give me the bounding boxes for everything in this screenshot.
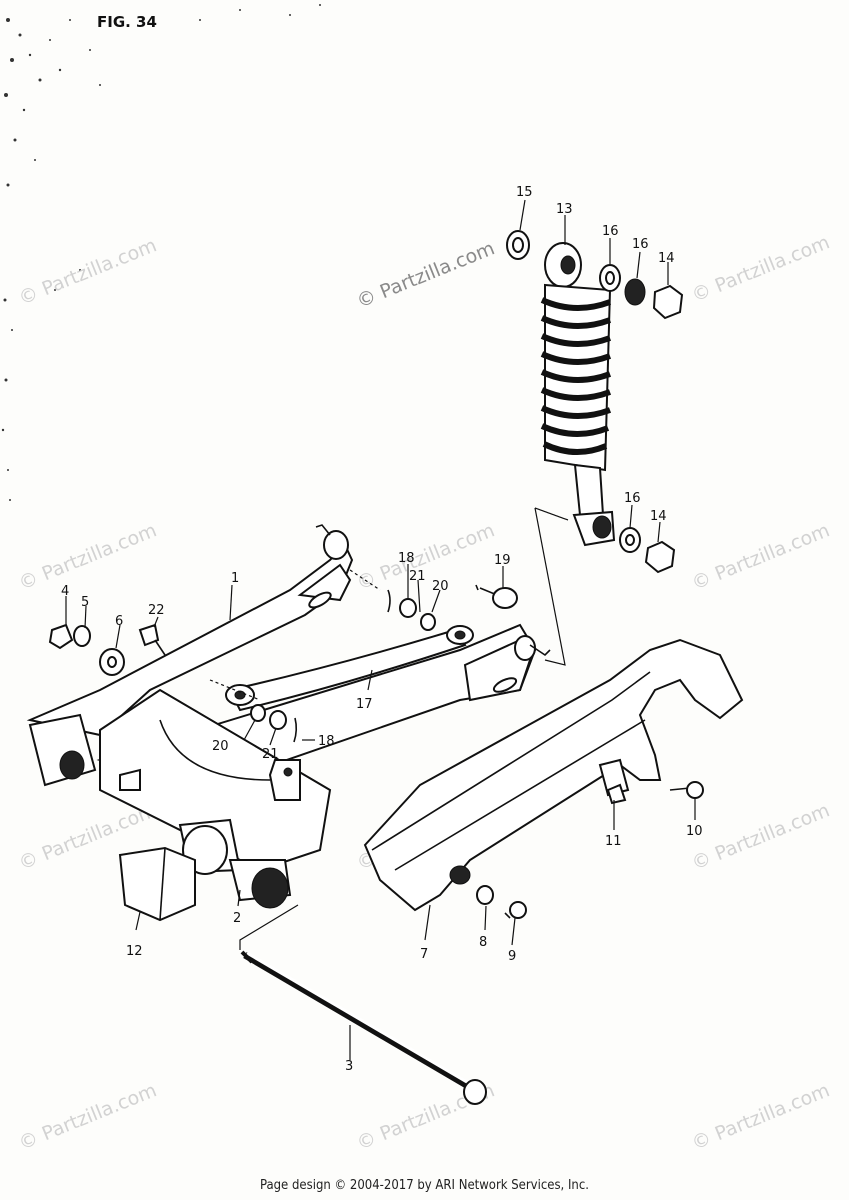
callout-9: 9 [508, 949, 516, 964]
callout-1: 1 [231, 571, 239, 586]
callout-19: 19 [494, 553, 511, 568]
callout-17: 17 [356, 697, 373, 712]
watermark: © Partzilla.com [16, 234, 160, 309]
callout-16: 16 [632, 237, 649, 252]
callout-15: 15 [516, 185, 533, 200]
callout-20: 20 [432, 579, 449, 594]
callout-7: 7 [420, 947, 428, 962]
callout-3: 3 [345, 1059, 353, 1074]
watermark: © Partzilla.com [689, 519, 833, 594]
torque-rod [225, 625, 474, 743]
callout-12: 12 [126, 944, 143, 959]
chain-case-hardware [476, 781, 704, 919]
watermark: © Partzilla.com [16, 519, 160, 594]
callout-14: 14 [658, 251, 675, 266]
rear-shock-absorber [540, 242, 616, 547]
callout-21: 21 [262, 747, 279, 762]
callouts: 1 2 3 4 5 6 7 8 9 10 11 12 13 14 14 15 1… [61, 185, 703, 1074]
callout-18: 18 [318, 734, 335, 749]
shock-hardware [506, 230, 684, 574]
callout-11: 11 [605, 834, 622, 849]
watermark: © Partzilla.com [354, 237, 498, 312]
leader-lines [65, 199, 696, 1060]
left-hardware [48, 623, 166, 676]
pivot-shaft [240, 950, 487, 1105]
callout-8: 8 [479, 935, 487, 950]
callout-22: 22 [148, 603, 165, 618]
watermark: © Partzilla.com [689, 799, 833, 874]
watermark: © Partzilla.com [689, 231, 833, 306]
callout-6: 6 [115, 614, 123, 629]
callout-4: 4 [61, 584, 69, 599]
callout-5: 5 [81, 595, 89, 610]
page-footer: Page design © 2004-2017 by ARI Network S… [260, 1178, 589, 1193]
callout-21: 21 [409, 569, 426, 584]
figure-label: FIG. 34 [97, 13, 157, 31]
callout-20: 20 [212, 739, 229, 754]
watermark: © Partzilla.com [16, 1079, 160, 1154]
watermark: © Partzilla.com [689, 1079, 833, 1154]
callout-10: 10 [686, 824, 703, 839]
callout-2: 2 [233, 911, 241, 926]
pivot-bushing [118, 846, 196, 922]
torque-rod-hardware [387, 584, 518, 631]
watermark: © Partzilla.com [354, 519, 498, 594]
callout-16: 16 [602, 224, 619, 239]
callout-13: 13 [556, 202, 573, 217]
callout-14: 14 [650, 509, 667, 524]
scan-noise [1, 4, 321, 501]
callout-18: 18 [398, 551, 415, 566]
callout-16: 16 [624, 491, 641, 506]
